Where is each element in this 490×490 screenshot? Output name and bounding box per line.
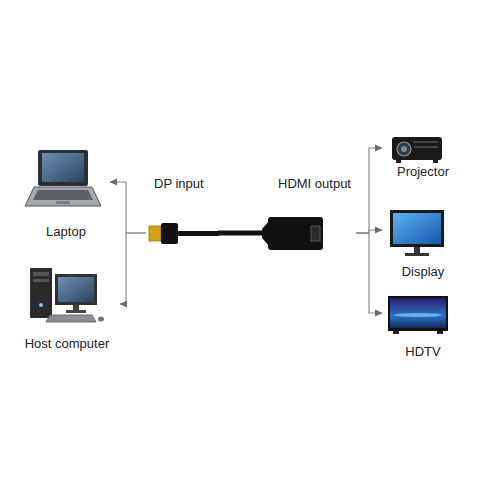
device-label: HDMI output	[278, 176, 351, 192]
laptop-lid	[38, 150, 88, 186]
tower-led	[39, 303, 43, 307]
tv-frame	[388, 296, 448, 331]
dp-plug	[149, 223, 219, 244]
cable-connector	[218, 231, 268, 236]
hdmi-adapter-node: HDMI output	[268, 176, 356, 252]
projector-body	[392, 137, 442, 160]
projector-icon	[392, 137, 442, 163]
tv-glow	[394, 313, 442, 317]
monitor-stand	[73, 305, 79, 310]
projector-glass	[401, 146, 407, 152]
device-label: DP input	[154, 176, 204, 192]
host-computer-node: Host computer	[14, 262, 120, 352]
signal-arrow	[120, 233, 146, 304]
display-node: Display	[382, 205, 464, 280]
dp-connector	[149, 226, 161, 241]
tower-drive	[33, 279, 49, 282]
hdmi-adapter	[262, 217, 323, 250]
tv-foot	[393, 331, 399, 334]
tv-foot	[437, 331, 443, 334]
device-label: HDTV	[405, 344, 440, 360]
device-label: Laptop	[46, 224, 86, 240]
tv-screen	[390, 298, 446, 328]
monitor-base	[66, 310, 86, 313]
display-screen	[393, 213, 441, 244]
display-icon	[390, 210, 444, 256]
device-label: Host computer	[25, 336, 110, 352]
display-stand	[414, 247, 420, 253]
cable	[177, 231, 219, 236]
mouse	[98, 317, 104, 322]
host-computer-icon	[30, 268, 104, 322]
dp-plug-node: DP input	[146, 176, 218, 244]
projector-node: Projector	[382, 128, 464, 180]
hdtv-icon	[388, 296, 448, 334]
projector-vent	[414, 141, 438, 143]
laptop-screen	[42, 153, 84, 182]
projector-lens	[397, 142, 411, 156]
adapter-body	[268, 217, 323, 250]
signal-arrow	[356, 148, 382, 233]
projector-foot	[396, 160, 401, 163]
monitor-screen	[58, 277, 94, 302]
tower-case	[30, 268, 52, 318]
tower-drive	[33, 272, 49, 276]
device-label: Projector	[397, 164, 449, 180]
monitor-frame	[55, 274, 97, 305]
dp-housing	[161, 223, 178, 244]
projector-vent	[414, 146, 438, 148]
laptop-base	[25, 187, 101, 206]
laptop-node: Laptop	[22, 145, 110, 240]
signal-arrow	[356, 233, 382, 313]
display-base	[405, 253, 429, 256]
laptop-keyboard	[33, 190, 93, 200]
laptop-icon	[25, 150, 101, 206]
keyboard	[46, 315, 96, 322]
device-label: Display	[402, 264, 445, 280]
signal-arrow	[110, 182, 146, 233]
display-frame	[390, 210, 444, 247]
hdtv-node: HDTV	[382, 290, 464, 360]
hdmi-port	[311, 226, 320, 241]
laptop-touchpad	[56, 201, 70, 204]
projector-foot	[433, 160, 438, 163]
